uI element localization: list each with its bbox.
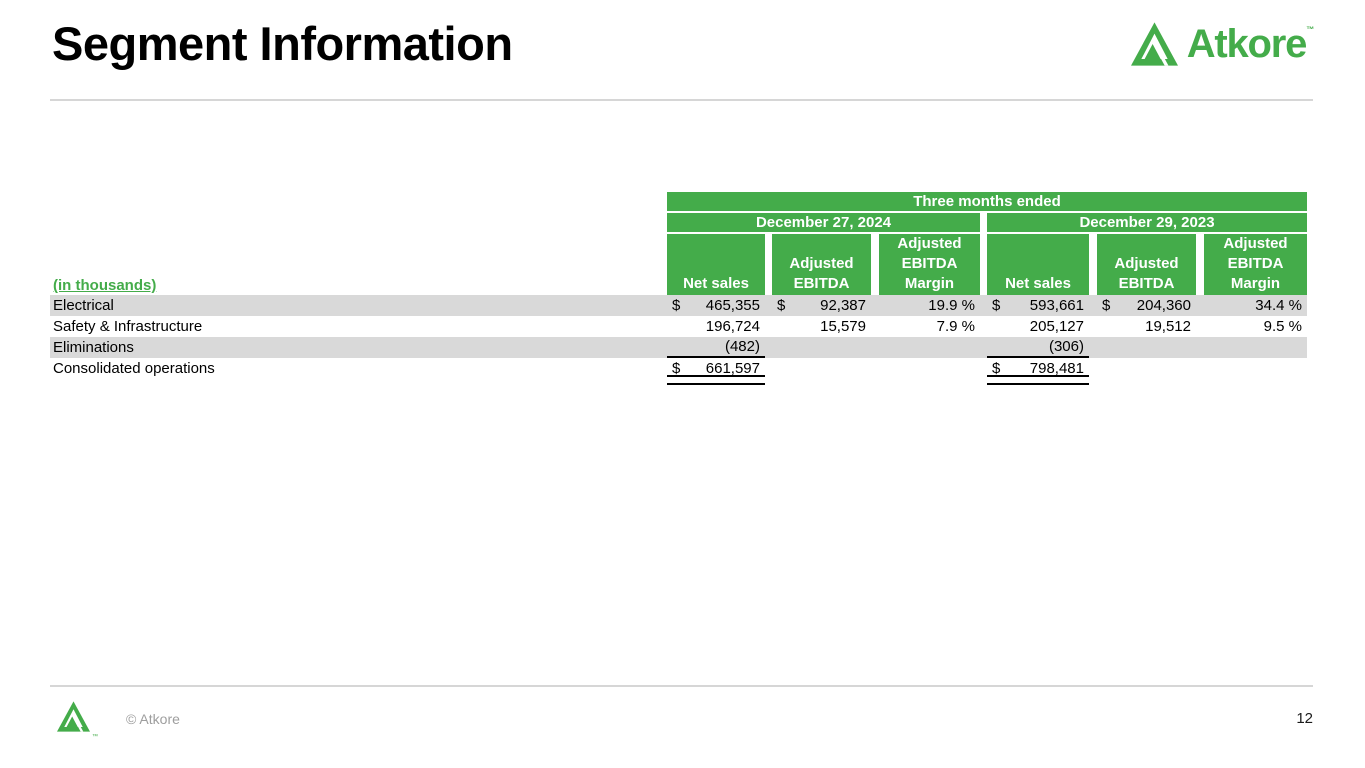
table-row: Eliminations (482) (306) — [50, 337, 1307, 358]
page-title: Segment Information — [52, 17, 513, 70]
title-divider — [50, 99, 1313, 101]
cell-value: 92,387 — [820, 297, 866, 314]
table-row: Consolidated operations$661,597$798,481 — [50, 358, 1307, 385]
table-row: Safety & Infrastructure 196,724 15,579 7.9 … — [50, 316, 1307, 337]
period-header-2023: December 29, 2023 — [987, 213, 1307, 232]
segment-table: Three months ended December 27, 2024 Dec… — [50, 192, 1307, 385]
value-cell: 34.4 % — [1204, 295, 1307, 316]
value-cell: $798,481 — [987, 358, 1089, 385]
trademark-symbol: ™ — [1306, 25, 1314, 34]
period-header-2024: December 27, 2024 — [667, 213, 980, 232]
column-header-cell: Adjusted EBITDA — [772, 234, 871, 295]
value-cell: 15,579 — [772, 316, 871, 337]
currency-symbol: $ — [992, 297, 1001, 314]
value-cell: 196,724 — [667, 316, 765, 337]
row-label: Eliminations — [53, 339, 134, 356]
footer-trademark-symbol: ™ — [92, 734, 98, 740]
cell-value: 7.9 % — [936, 318, 975, 335]
value-cell: 9.5 % — [1204, 316, 1307, 337]
currency-symbol: $ — [672, 297, 681, 314]
group-header-cell: Three months ended — [667, 192, 1307, 211]
footer-copyright: © Atkore — [126, 711, 180, 727]
value-cell: $465,355 — [667, 295, 765, 316]
cell-value: 34.4 % — [1255, 297, 1302, 314]
value-cell — [1097, 358, 1196, 379]
atkore-triangle-icon — [1130, 22, 1178, 66]
row-label: Consolidated operations — [53, 360, 215, 377]
value-cell: $92,387 — [772, 295, 871, 316]
cell-value: 196,724 — [705, 318, 760, 335]
cell-value: 593,661 — [1029, 297, 1084, 314]
value-cell — [1204, 337, 1307, 358]
cell-value: 15,579 — [820, 318, 866, 335]
cell-value: 204,360 — [1136, 297, 1191, 314]
currency-symbol: $ — [992, 360, 1001, 377]
cell-value: 465,355 — [705, 297, 760, 314]
value-cell — [1097, 337, 1196, 358]
row-label: Electrical — [53, 297, 114, 314]
cell-value: 19,512 — [1145, 318, 1191, 335]
cell-value: 798,481 — [1029, 360, 1084, 377]
units-cell: (in thousands) — [50, 234, 667, 295]
currency-symbol: $ — [777, 297, 786, 314]
row-label: Safety & Infrastructure — [53, 318, 203, 335]
table-period-header-row: December 27, 2024 December 29, 2023 — [50, 213, 1307, 232]
value-cell: $204,360 — [1097, 295, 1196, 316]
column-header-cell: Adjusted EBITDA Margin — [879, 234, 980, 295]
column-header-cell: Net sales — [987, 234, 1089, 295]
table-group-header-row: Three months ended — [50, 192, 1307, 211]
value-cell: 19.9 % — [879, 295, 980, 316]
cell-value: (482) — [724, 338, 760, 355]
value-cell: $593,661 — [987, 295, 1089, 316]
value-cell — [879, 337, 980, 358]
value-cell: (482) — [667, 337, 765, 358]
column-header-cell: Adjusted EBITDA — [1097, 234, 1196, 295]
value-cell: 19,512 — [1097, 316, 1196, 337]
brand-wordmark: Atkore™ — [1186, 22, 1314, 66]
currency-symbol: $ — [1102, 297, 1111, 314]
value-cell: (306) — [987, 337, 1089, 358]
atkore-triangle-icon-small — [57, 701, 90, 737]
value-cell: $661,597 — [667, 358, 765, 385]
footer-divider — [50, 685, 1313, 687]
value-cell — [772, 337, 871, 358]
cell-value: 19.9 % — [928, 297, 975, 314]
column-header-cell: Adjusted EBITDA Margin — [1204, 234, 1307, 295]
page-number: 12 — [1296, 710, 1313, 727]
column-header-cell: Net sales — [667, 234, 765, 295]
cell-value: 205,127 — [1029, 318, 1084, 335]
cell-value: (306) — [1048, 338, 1084, 355]
value-cell — [879, 358, 980, 379]
value-cell: 205,127 — [987, 316, 1089, 337]
value-cell: 7.9 % — [879, 316, 980, 337]
units-label: (in thousands) — [53, 277, 157, 294]
cell-value: 661,597 — [705, 360, 760, 377]
brand-logo: Atkore™ — [1130, 22, 1314, 66]
footer-brand: ™ © Atkore — [57, 701, 180, 740]
value-cell — [772, 358, 871, 379]
currency-symbol: $ — [672, 360, 681, 377]
cell-value: 9.5 % — [1263, 318, 1302, 335]
value-cell — [1204, 358, 1307, 379]
